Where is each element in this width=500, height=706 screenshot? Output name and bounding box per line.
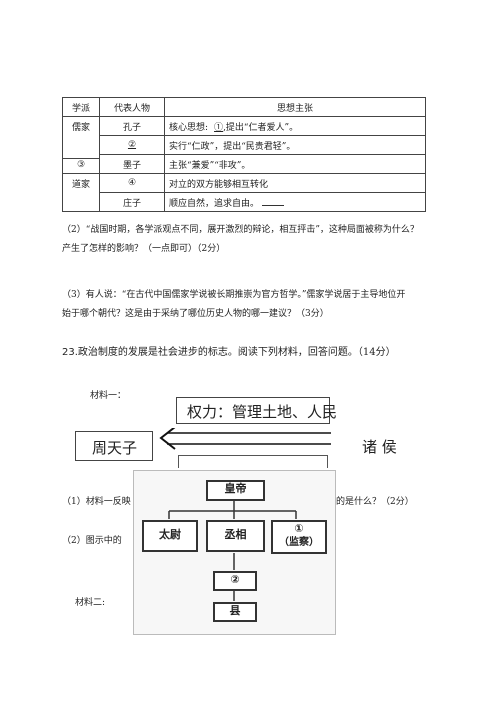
- question-3-line-2: 始于哪个朝代？这是由于采纳了哪位历史人物的哪一建议？（3分）: [62, 309, 329, 319]
- idea-blank: ①: [214, 122, 224, 133]
- question-2-line-1: （2）“战国时期，各学派观点不同，展开激烈的辩论，相互抨击”，这种局面被称为什么…: [62, 225, 419, 235]
- table-row: ③ 墨子 主张“兼爱”“非攻”。: [62, 154, 426, 174]
- chengxiang-node: 丞相: [206, 520, 265, 552]
- header-person: 代表人物: [99, 97, 165, 117]
- header-idea: 思想主张: [164, 97, 426, 117]
- table-header-row: 学派 代表人物 思想主张: [62, 97, 426, 117]
- idea-text: 顺应自然，追求自由。: [169, 198, 260, 209]
- diagram-connectors: [168, 500, 297, 601]
- material-2-label: 材料二:: [75, 598, 106, 608]
- lords-text: 诸 侯: [362, 438, 397, 456]
- censor-blank: ①: [294, 522, 304, 535]
- school-blank: ③: [63, 157, 99, 170]
- question-23-number: 23.: [62, 347, 78, 358]
- cell-idea: 主张“兼爱”“非攻”。: [164, 154, 426, 174]
- power-arrows: [159, 428, 331, 450]
- cell-school: 儒家: [62, 116, 100, 136]
- idea-suffix: ,提出“仁者爱人”。: [223, 122, 299, 133]
- table-row: 儒家 孔子 核心思想: ①,提出“仁者爱人”。: [62, 116, 426, 136]
- taiwei-node: 太尉: [142, 520, 198, 552]
- material-1-label: 材料一：: [90, 391, 127, 401]
- county-node: 县: [213, 602, 257, 622]
- idea-prefix: 核心思想:: [169, 122, 209, 133]
- cell-idea: 顺应自然，追求自由。: [164, 192, 426, 212]
- obligation-box-partial: [178, 455, 328, 468]
- cell-school: [62, 192, 100, 212]
- cell-person: ④: [99, 173, 165, 193]
- table-row: ② 实行“仁政”，提出“民贵君轻”。: [62, 135, 426, 155]
- school-thought-table: 学派 代表人物 思想主张 儒家 孔子 核心思想: ①,提出“仁者爱人”。 ② 实行…: [62, 97, 426, 212]
- question-23-text: 政治制度的发展是社会进步的标志。阅读下列材料，回答问题。（14分）: [77, 347, 396, 358]
- cell-idea: 核心思想: ①,提出“仁者爱人”。: [164, 116, 426, 136]
- king-box: 周天子: [75, 431, 153, 461]
- cell-person: 孔子: [99, 116, 165, 136]
- cell-school: 道家: [62, 173, 100, 193]
- qin-government-diagram: 皇帝 太尉 丞相 ① （监察） ② 县: [133, 470, 336, 635]
- cell-person: 庄子: [99, 192, 165, 212]
- cell-person: 墨子: [99, 154, 165, 174]
- cell-idea: 实行“仁政”，提出“民贵君轻”。: [164, 135, 426, 155]
- sub-question-1-start: （1）材料一反映: [62, 497, 131, 507]
- cell-school: [62, 135, 100, 155]
- table-row: 庄子 顺应自然，追求自由。: [62, 192, 426, 212]
- cell-person: ②: [99, 135, 165, 155]
- censor-label: （监察）: [279, 537, 319, 548]
- commandery-blank-node: ②: [213, 571, 257, 591]
- header-school: 学派: [62, 97, 100, 117]
- sub-question-2-start: （2）图示中的: [62, 536, 122, 546]
- question-2-line-2: 产生了怎样的影响？（一点即可）（2分）: [62, 244, 226, 254]
- power-text: 权力：管理土地、人民: [187, 403, 338, 421]
- table-row: 道家 ④ 对立的双方能够相互转化: [62, 173, 426, 193]
- king-text: 周天子: [92, 439, 138, 457]
- question-3-line-1: （3）有人说：“在古代中国儒家学说被长期推崇为官方哲学。”儒家学说居于主导地位开: [62, 290, 406, 300]
- arrow-head-left: [159, 428, 176, 450]
- sub-question-1-end: 的是什么？（2分）: [336, 497, 414, 507]
- power-box: 权力：管理土地、人民: [176, 397, 337, 424]
- question-23: 23.政治制度的发展是社会进步的标志。阅读下列材料，回答问题。（14分）: [62, 346, 396, 359]
- censor-node: ① （监察）: [271, 520, 327, 554]
- emperor-node: 皇帝: [206, 480, 265, 501]
- cell-idea: 对立的双方能够相互转化: [164, 173, 426, 193]
- cell-school: ③: [62, 154, 100, 174]
